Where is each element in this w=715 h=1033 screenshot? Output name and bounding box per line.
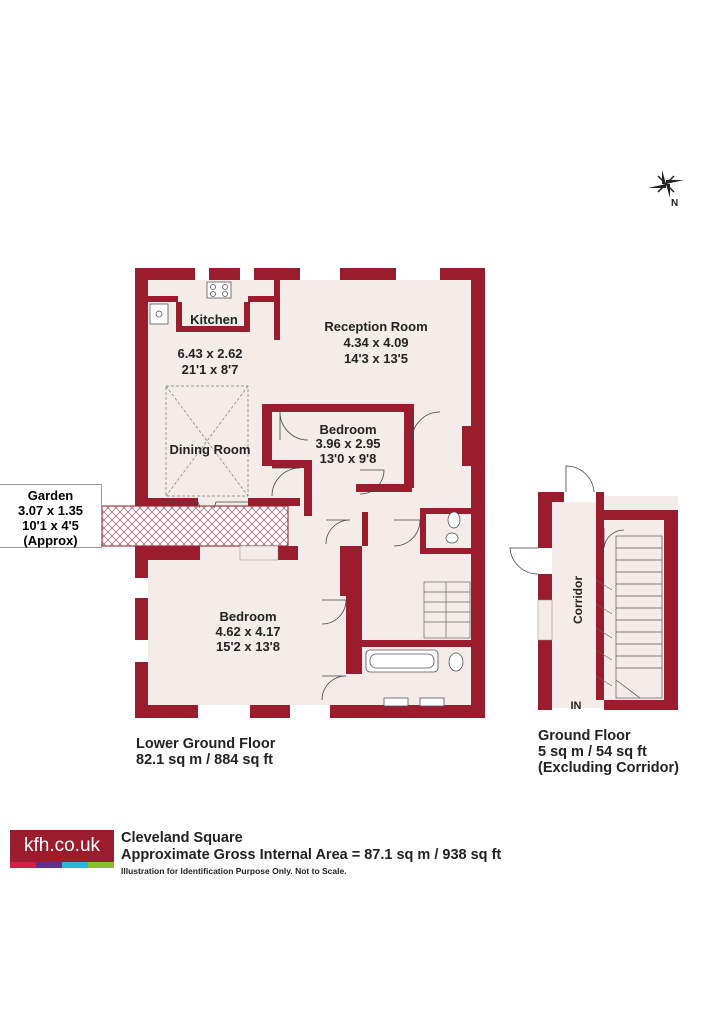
gf-cupboards (595, 579, 613, 687)
bedroom-1-imperial: 13'0 x 9'8 (320, 451, 377, 466)
compass-north-label: N (671, 198, 678, 209)
ground-floor-name: Ground Floor (538, 728, 631, 744)
brand-name: kfh.co.uk (10, 830, 114, 862)
reception-room-imperial: 14'3 x 13'5 (344, 351, 408, 366)
basin-1 (383, 697, 409, 707)
basin-wc (445, 532, 459, 544)
kfh-logo: kfh.co.uk (10, 830, 114, 870)
skylight (165, 385, 249, 497)
basin-2 (419, 697, 445, 707)
lgf-stairs (423, 581, 471, 639)
entrance-label: IN (571, 700, 582, 712)
gross-internal-area: Approximate Gross Internal Area = 87.1 s… (121, 847, 502, 863)
bedroom-1-label: Bedroom (319, 422, 376, 437)
lower-ground-floor-area: 82.1 sq m / 884 sq ft (136, 752, 274, 768)
toilet-wc (447, 511, 461, 529)
ground-floor-plan (509, 465, 678, 710)
lgf-fixtures (149, 281, 464, 707)
lower-ground-floor-plan (101, 268, 485, 718)
ground-floor-note: (Excluding Corridor) (538, 760, 679, 776)
brand-color-bars (10, 862, 114, 868)
lower-ground-floor-name: Lower Ground Floor (136, 736, 276, 752)
bedroom-2-label: Bedroom (219, 609, 276, 624)
disclaimer: Illustration for Identification Purpose … (121, 866, 347, 876)
garden-label-box: Garden 3.07 x 1.35 10'1 x 4'5 (Approx) (0, 484, 102, 548)
garden-imperial: 10'1 x 4'5 (22, 518, 79, 533)
kitchen-label: Kitchen (190, 312, 238, 327)
gf-doors (509, 465, 625, 575)
compass-rose-icon (648, 170, 684, 198)
ground-floor-area: 5 sq m / 54 sq ft (538, 744, 647, 760)
lgf-doors (166, 411, 441, 701)
garden-terrace (101, 505, 289, 547)
gf-stairs (615, 535, 663, 699)
toilet-bathroom (448, 652, 464, 672)
kitchen-dining-metric: 6.43 x 2.62 (177, 346, 242, 361)
garden-name: Garden (27, 488, 74, 503)
brand-bar-3 (62, 862, 88, 868)
corridor-label: Corridor (571, 576, 585, 624)
gf-floor (548, 496, 678, 708)
brand-bar-4 (88, 862, 114, 868)
bedroom-2-imperial: 15'2 x 13'8 (216, 639, 280, 654)
dining-room-label: Dining Room (170, 442, 251, 457)
brand-bar-1 (10, 862, 36, 868)
footer-title-block: Cleveland Square Approximate Gross Inter… (121, 830, 501, 877)
garden-note: (Approx) (23, 533, 78, 548)
bedroom-2-metric: 4.62 x 4.17 (215, 624, 280, 639)
reception-room-label: Reception Room (324, 319, 427, 334)
gf-openings (537, 492, 596, 641)
lgf-windows (135, 268, 440, 718)
bedroom-1-metric: 3.96 x 2.95 (315, 436, 380, 451)
brand-bar-2 (36, 862, 62, 868)
property-name: Cleveland Square (121, 830, 243, 846)
ground-floor-caption: Ground Floor 5 sq m / 54 sq ft (Excludin… (538, 728, 679, 776)
garden-metric: 3.07 x 1.35 (17, 503, 84, 518)
lower-ground-floor-caption: Lower Ground Floor 82.1 sq m / 884 sq ft (136, 736, 275, 768)
kitchen-dining-imperial: 21'1 x 8'7 (182, 362, 239, 377)
reception-room-metric: 4.34 x 4.09 (343, 335, 408, 350)
